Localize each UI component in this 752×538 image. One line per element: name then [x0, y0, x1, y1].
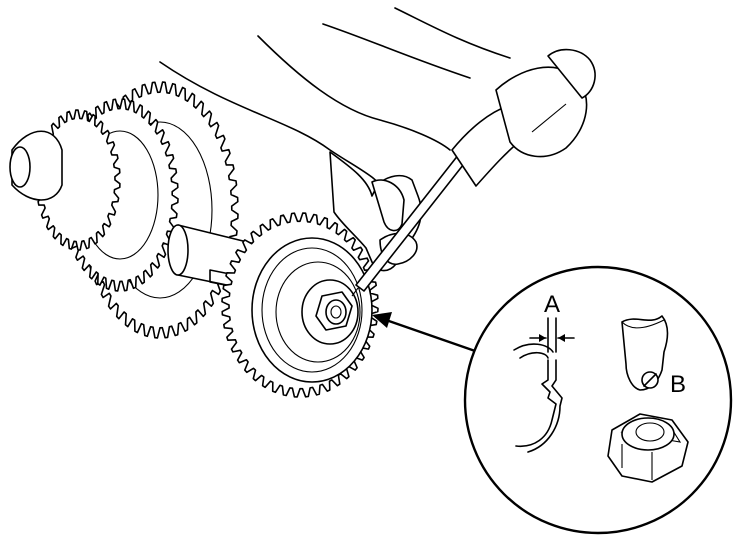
shaft-end	[9, 130, 63, 201]
forearm-right	[257, 35, 451, 151]
gear-front	[221, 212, 379, 398]
locknut-detail	[607, 413, 689, 483]
label-b: B	[670, 371, 686, 398]
forearm-upper	[322, 23, 471, 79]
forearm-left	[159, 61, 389, 197]
sleeve	[394, 7, 511, 59]
tool-and-hands	[159, 7, 596, 297]
finger	[371, 179, 405, 232]
punch-tip-detail: B	[621, 315, 686, 398]
detail-view: A B	[463, 265, 733, 535]
locknut	[315, 291, 353, 331]
hammer-head	[495, 66, 588, 158]
gear-cluster	[9, 81, 379, 398]
staking-section: A	[513, 291, 575, 453]
label-a: A	[544, 291, 560, 318]
hammer-peen	[547, 48, 596, 99]
arrow-icon	[372, 312, 480, 354]
